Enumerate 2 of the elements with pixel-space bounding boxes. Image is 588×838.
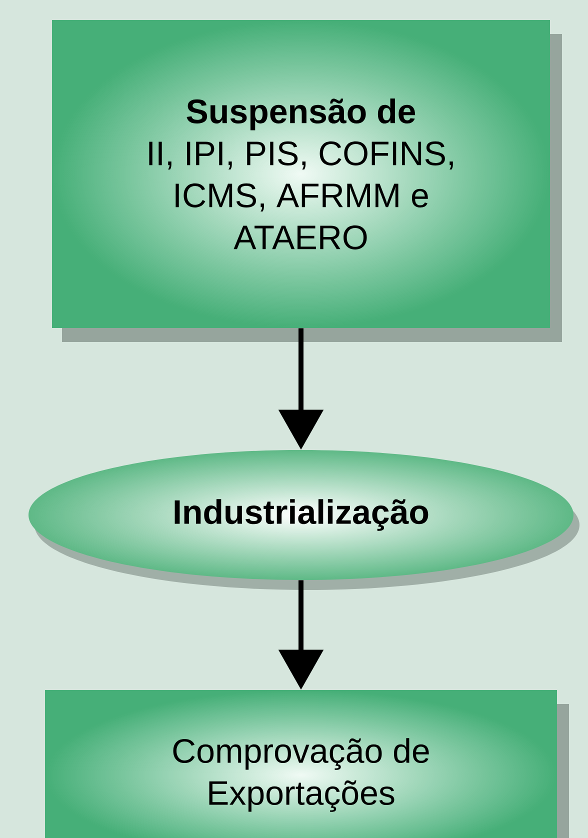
process-box: Comprovação de Exportações [45,690,569,838]
process-box: Suspensão de II, IPI, PIS, COFINS, ICMS, AFRMM e ATAERO [52,20,562,342]
